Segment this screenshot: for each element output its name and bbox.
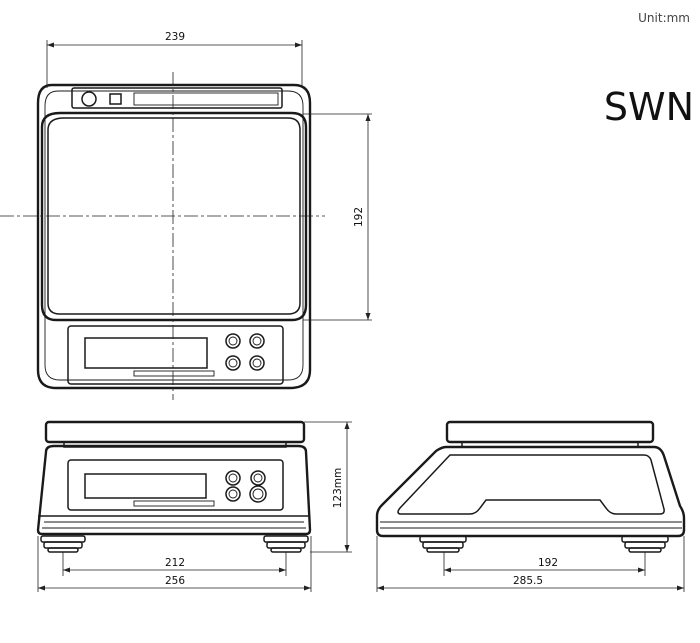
power-switch-icon	[109, 93, 122, 105]
top-view: 239 192	[0, 31, 372, 400]
side-view: 192 285.5	[375, 420, 686, 592]
front-display-screen	[84, 473, 207, 499]
front-pan	[44, 420, 306, 444]
top-keypad	[225, 333, 265, 371]
side-feet	[419, 535, 669, 553]
dim-top-depth: 192	[353, 207, 365, 227]
dim-side-foot-span: 192	[538, 557, 558, 569]
level-bubble-icon	[81, 91, 97, 107]
dim-front-total-width: 256	[165, 575, 185, 587]
front-keypad	[225, 470, 267, 503]
dim-top-width: 239	[165, 31, 185, 43]
side-pan	[445, 420, 655, 444]
model-name: SWN	[604, 85, 694, 129]
dim-side-total-depth: 285.5	[513, 575, 543, 587]
dim-front-height: 123mm	[332, 468, 344, 509]
weighing-pan	[40, 111, 308, 322]
dim-front-foot-span: 212	[165, 557, 185, 569]
front-feet	[40, 535, 309, 553]
top-display-screen	[84, 337, 208, 369]
unit-label: Unit:mm	[638, 11, 690, 25]
front-view: 123mm 212 256	[36, 420, 352, 592]
